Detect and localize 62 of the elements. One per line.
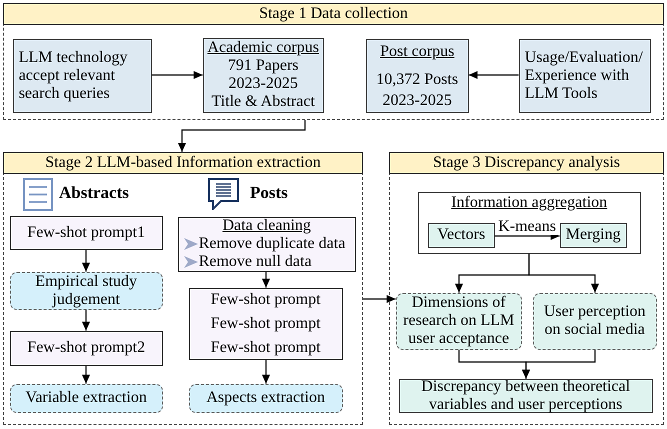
section-label: Posts (250, 184, 288, 202)
body-text: 2023-2025 (228, 75, 298, 94)
heading-text: Data cleaning (222, 217, 311, 236)
arrow (528, 254, 600, 293)
arrow (262, 360, 270, 384)
prompt-box (10, 330, 163, 366)
arrow (522, 350, 596, 379)
heading-text: Information aggregation (451, 194, 608, 212)
body-text: Few-shot prompt (210, 338, 321, 358)
body-text: Aspects extraction (206, 389, 325, 408)
data-box (518, 38, 651, 113)
group-box (418, 192, 641, 254)
body-text: LLM technology accept relevant search queries (18, 48, 129, 103)
process-box (428, 222, 495, 248)
arrow (82, 310, 90, 331)
body-text: Discrepancy between theoretical variables and user perceptions (420, 378, 632, 414)
result-box (10, 272, 163, 310)
body-text: Empirical study judgement (34, 272, 138, 309)
body-text: Dimensions of research on LLM user acceptance (402, 294, 516, 348)
prompt-box (178, 216, 356, 272)
body-text: 791 Papers (228, 57, 299, 76)
arrow (152, 70, 203, 80)
body-text: Few-shot prompt2 (27, 339, 146, 358)
body-text: Vectors (437, 226, 486, 244)
process-box (398, 378, 653, 413)
stage-header: Stage 1 Data collection (2, 2, 664, 25)
heading-text: Post corpus (380, 42, 454, 62)
stage-header: Stage 2 LLM-based Information extraction (2, 152, 364, 174)
body-text: Variable extraction (26, 389, 147, 408)
body-text: 10,372 Posts (376, 70, 458, 90)
data-box (202, 38, 324, 113)
prompt-box (188, 288, 343, 360)
data-box (12, 38, 152, 113)
stage-panel (3, 152, 363, 425)
result-box (188, 384, 343, 413)
data-box (366, 38, 469, 113)
result-box (10, 384, 163, 413)
body-text: Merging (566, 226, 621, 244)
arrow (82, 250, 90, 272)
arrow (82, 366, 90, 384)
body-text: Remove duplicate data (198, 235, 346, 254)
arrow (178, 120, 306, 152)
arrow (363, 294, 396, 304)
result-box (532, 292, 657, 350)
body-text: Few-shot prompt (210, 314, 321, 334)
body-text: Few-shot prompt1 (27, 224, 146, 242)
prompt-box (10, 216, 163, 250)
arrow (468, 70, 519, 80)
stage-panel (3, 3, 664, 120)
process-box (560, 222, 627, 248)
body-text: Usage/Evaluation/ Experience with LLM Tools (524, 48, 644, 103)
body-text: Title & Abstract (211, 93, 315, 112)
body-text: 2023-2025 (382, 90, 452, 111)
body-text: Few-shot prompt (210, 290, 321, 310)
section-label: Abstracts (59, 184, 129, 202)
heading-text: Academic corpus (207, 39, 319, 58)
body-text: Remove null data (198, 253, 312, 272)
stage-header: Stage 3 Discrepancy analysis (388, 152, 664, 174)
edge-label: K-means (497, 219, 557, 235)
stage-panel (389, 152, 664, 425)
body-text: User perception on social media (542, 303, 647, 340)
arrow (262, 272, 270, 288)
